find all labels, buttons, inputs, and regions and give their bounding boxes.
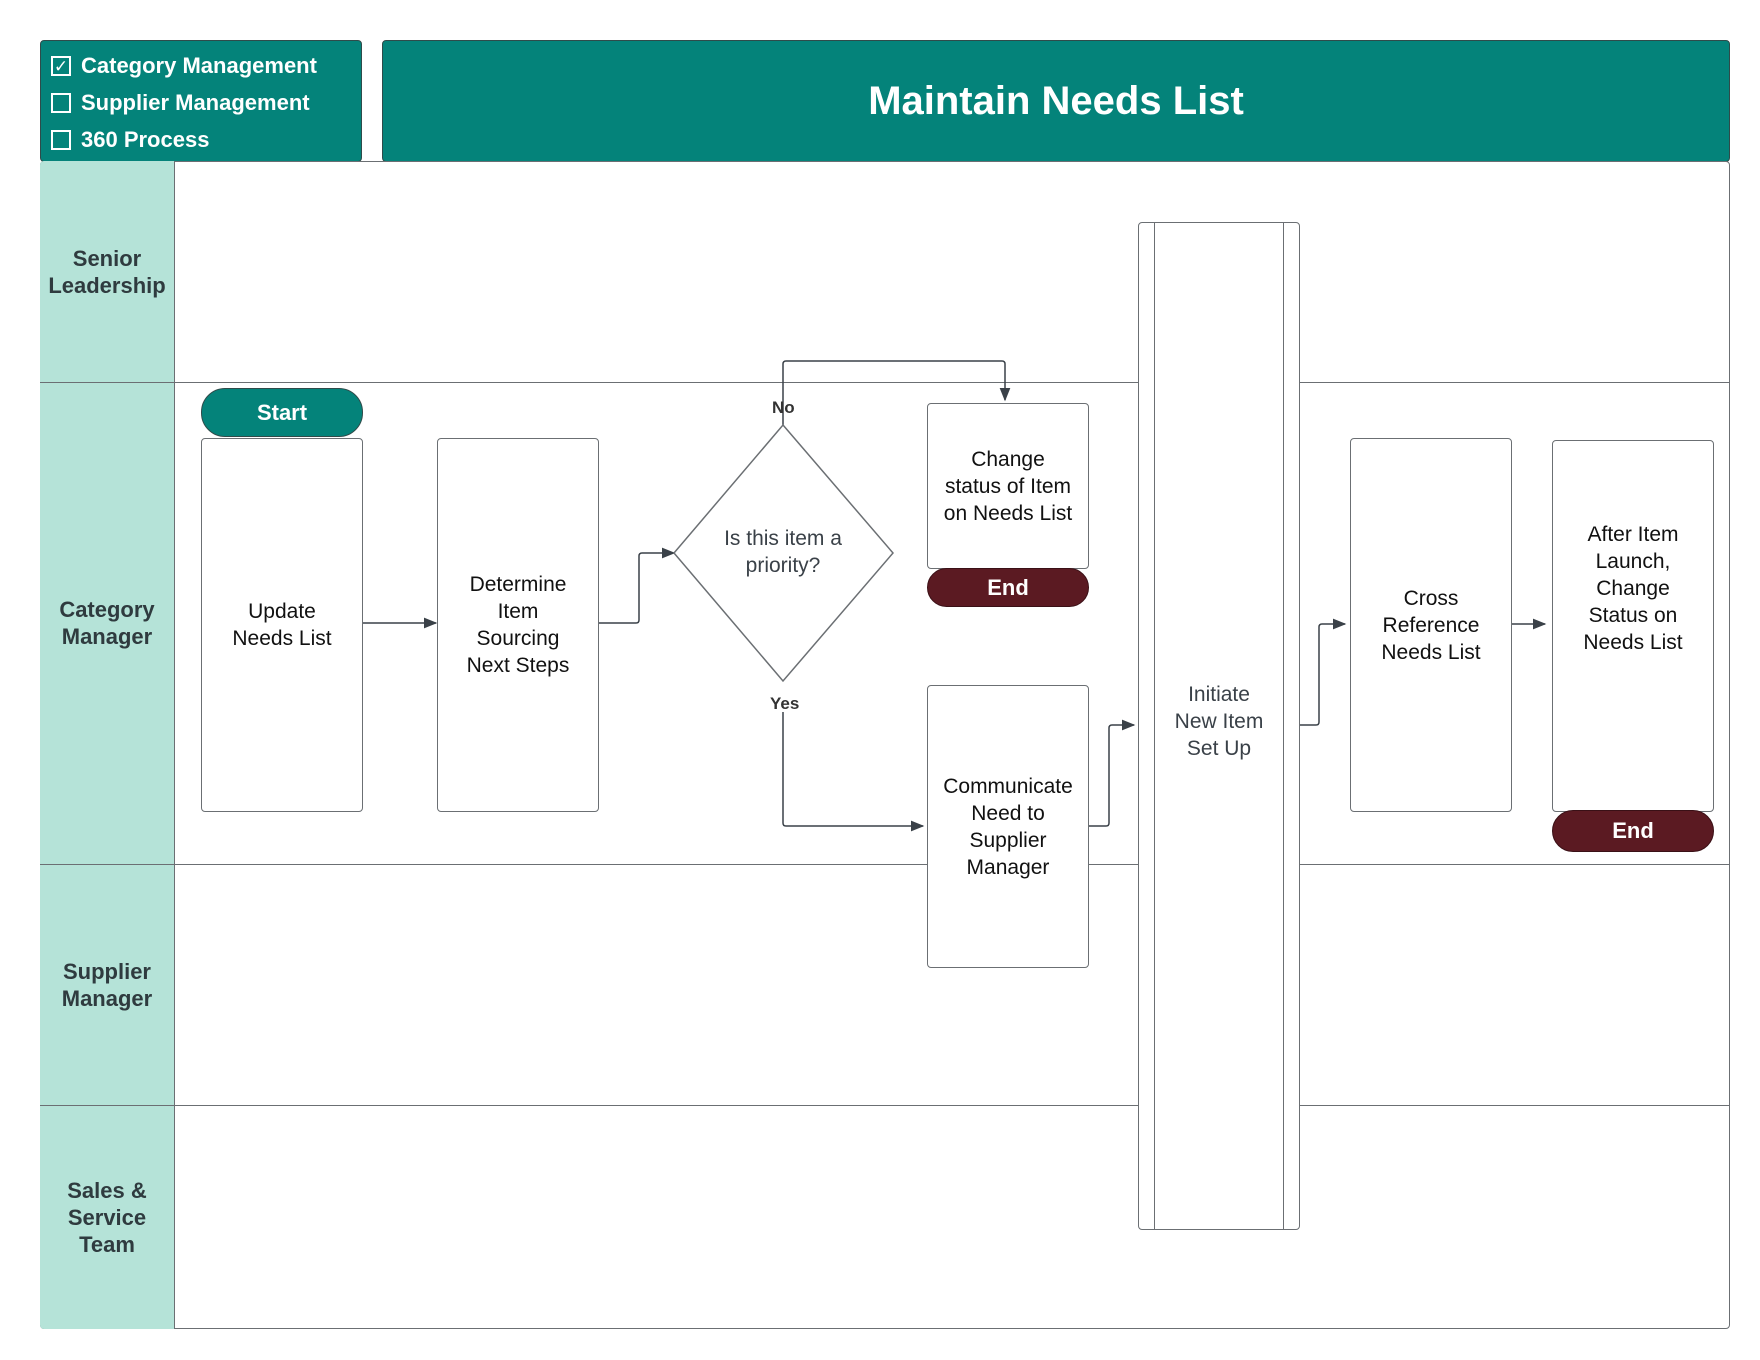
decision-question: Is this item a priority? (724, 527, 842, 577)
process-determine-sourcing[interactable]: Determine Item Sourcing Next Steps (437, 438, 599, 812)
checkbox-unchecked-icon[interactable] (51, 93, 71, 113)
lane-label-supplier-manager: Supplier Manager (40, 864, 175, 1105)
process-communicate-need[interactable]: Communicate Need to Supplier Manager (927, 685, 1089, 968)
checkbox-unchecked-icon[interactable] (51, 130, 71, 150)
arrow-communicate-to-initiate (1086, 719, 1136, 827)
legend-item-category-management[interactable]: ✓ Category Management (51, 51, 317, 81)
checkbox-checked-icon[interactable]: ✓ (51, 56, 71, 76)
lane-divider (40, 864, 1730, 865)
lane-label-category-manager: Category Manager (40, 382, 175, 864)
start-terminal[interactable]: Start (201, 388, 363, 437)
end-terminal[interactable]: End (1552, 810, 1714, 852)
lane-divider (40, 382, 1730, 383)
subprocess-inner-border (1283, 223, 1284, 1229)
legend-item-label: Supplier Management (81, 90, 310, 115)
decision-no-label: No (772, 398, 795, 417)
decision-diamond (673, 423, 894, 683)
process-change-status[interactable]: Change status of Item on Needs List (927, 403, 1089, 569)
legend-item-supplier-management[interactable]: Supplier Management (51, 88, 310, 118)
subprocess-initiate-new-item[interactable]: Initiate New Item Set Up (1138, 222, 1300, 1230)
end-terminal[interactable]: End (927, 568, 1089, 607)
process-cross-reference[interactable]: Cross Reference Needs List (1350, 438, 1512, 812)
process-update-needs-list[interactable]: Update Needs List (201, 438, 363, 812)
decision-yes-label: Yes (770, 694, 800, 713)
lane-label-senior-leadership: Senior Leadership (40, 161, 175, 382)
arrow-decision-no (782, 360, 1011, 425)
subprocess-label: Initiate New Item Set Up (1174, 683, 1264, 760)
subprocess-inner-border (1154, 223, 1155, 1229)
legend-item-360-process[interactable]: 360 Process (51, 125, 209, 155)
lane-label-sales-service-team: Sales & Service Team (40, 1105, 175, 1329)
arrow-decision-yes (782, 712, 925, 832)
arrow-initiate-to-crossref (1296, 618, 1347, 726)
legend-item-label: 360 Process (81, 127, 210, 152)
legend-item-label: Category Management (81, 53, 317, 78)
process-after-launch[interactable]: After Item Launch, Change Status on Need… (1552, 440, 1714, 812)
lane-divider (40, 1105, 1730, 1106)
process-legend: ✓ Category Management Supplier Managemen… (40, 40, 362, 162)
arrow-determine-to-decision (598, 547, 676, 624)
